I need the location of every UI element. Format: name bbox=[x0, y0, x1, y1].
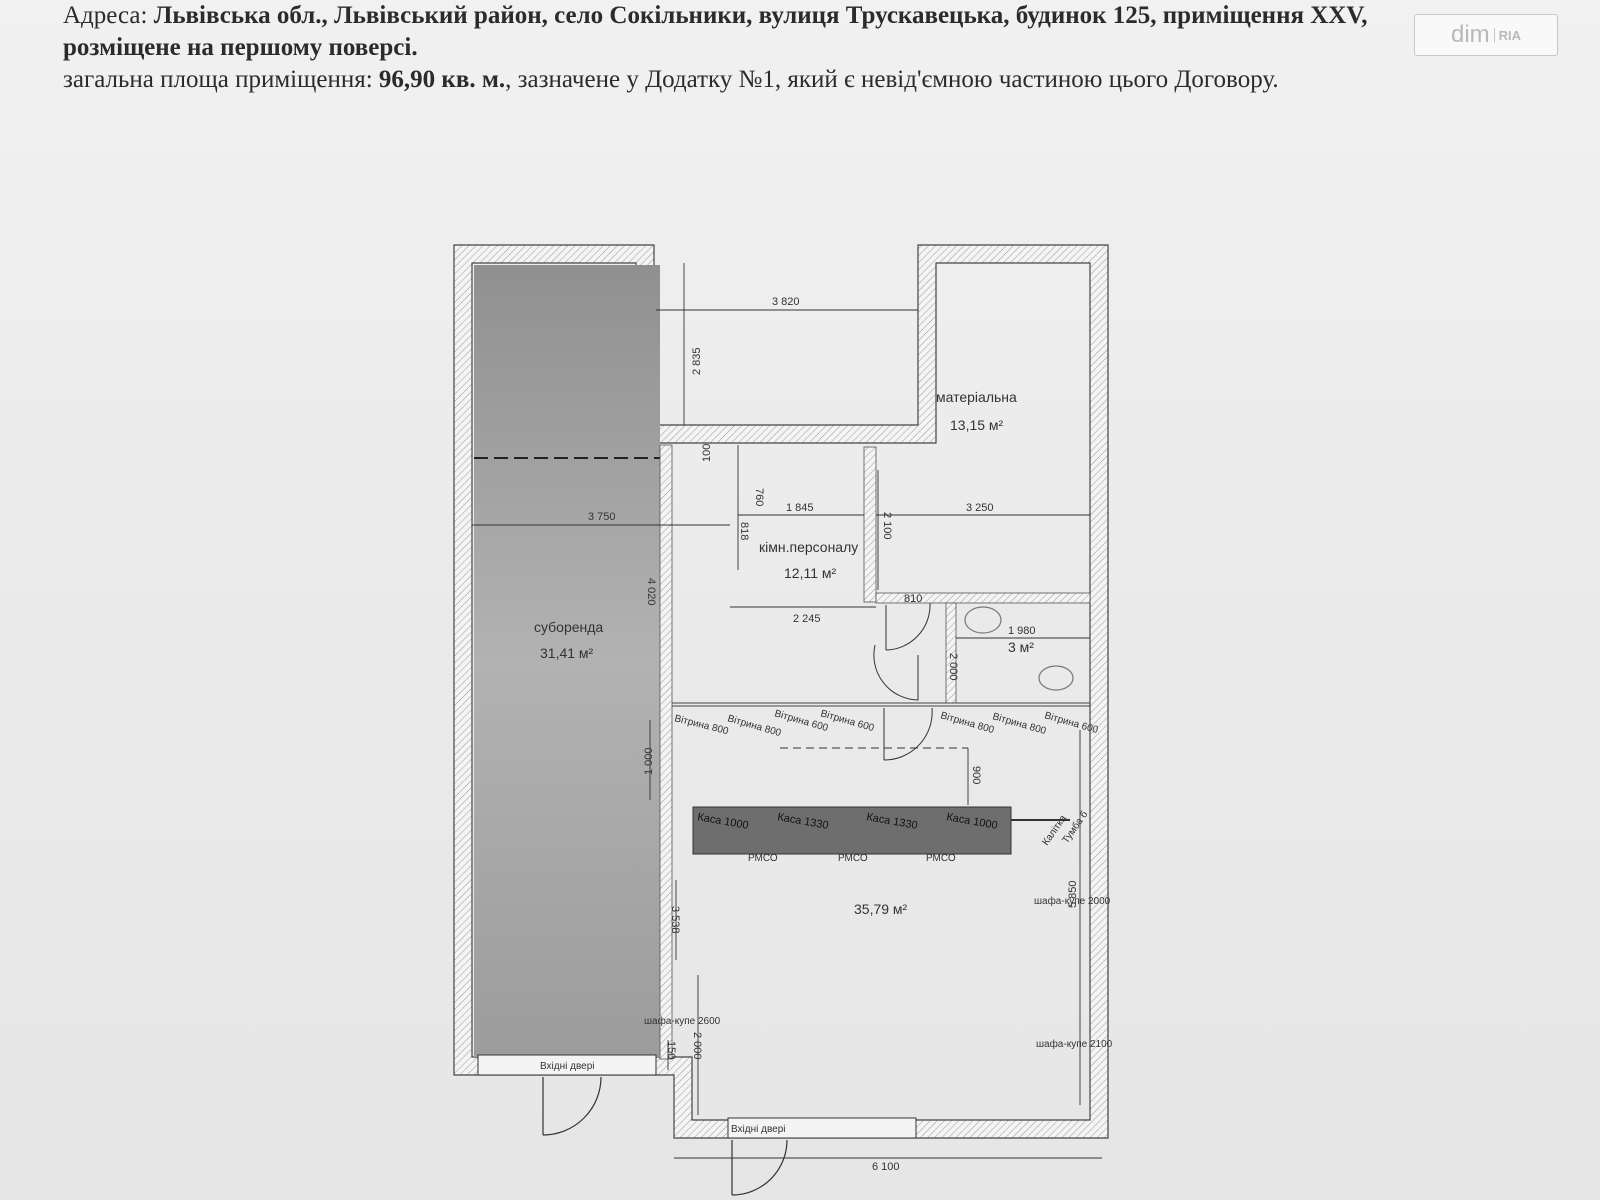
showcase-5: Вітрина 800 bbox=[939, 710, 995, 736]
watermark-sub: RIA bbox=[1493, 27, 1521, 43]
address-label: Адреса: bbox=[63, 2, 154, 29]
dim-3820: 3 820 bbox=[772, 296, 800, 308]
cabinet-label: Тумба б bbox=[1060, 809, 1091, 846]
dim-3538: 3 538 bbox=[669, 906, 681, 934]
showcase-1: Вітрина 800 bbox=[673, 713, 730, 737]
dim-1845: 1 845 bbox=[786, 502, 814, 514]
document-header: Адреса: Львівська обл., Львівський район… bbox=[63, 0, 1543, 96]
dim-2000a: 2 000 bbox=[947, 653, 959, 681]
wall-staff-mat bbox=[875, 592, 1091, 604]
area-value: 96,90 кв. м. bbox=[378, 66, 506, 93]
area-line: загальна площа приміщення: 96,90 кв. м.,… bbox=[63, 64, 1543, 96]
dimension-lines bbox=[472, 263, 1102, 1159]
sink-icon bbox=[1038, 665, 1074, 691]
dim-2835: 2 835 bbox=[691, 347, 703, 375]
toilet-icon bbox=[964, 606, 1002, 634]
room-materialna-name: матеріальна bbox=[936, 389, 1017, 405]
dim-6100: 6 100 bbox=[872, 1161, 900, 1173]
dim-150: 150 bbox=[665, 1041, 677, 1059]
door-entrance-left bbox=[542, 1076, 602, 1136]
workstation-3: РМСО bbox=[926, 853, 956, 864]
dim-810: 810 bbox=[904, 593, 922, 605]
area-suffix: , зазначене у Додатку №1, який є невід'є… bbox=[505, 66, 1279, 93]
showcase-4: Вітрина 600 bbox=[819, 708, 875, 734]
showcase-6: Вітрина 800 bbox=[991, 711, 1047, 737]
entrance-door-left: Вхідні двері bbox=[540, 1061, 595, 1072]
wardrobe-1: шафа-купе 2000 bbox=[1034, 895, 1111, 907]
dim-1980: 1 980 bbox=[1008, 625, 1036, 637]
room-subrent-name: суборенда bbox=[534, 619, 603, 635]
door-frame-left bbox=[477, 1054, 657, 1076]
dim-900: 900 bbox=[970, 766, 982, 784]
dim-5850: 5 850 bbox=[1067, 880, 1079, 908]
door-frame-bottom bbox=[727, 1117, 917, 1139]
watermark-brand: dim bbox=[1450, 21, 1490, 48]
dim-818: 818 bbox=[738, 522, 750, 540]
dim-1000: 1 000 bbox=[643, 747, 655, 775]
area-label: загальна площа приміщення: bbox=[63, 66, 379, 93]
dim-100: 100 bbox=[701, 444, 713, 462]
room-staff-name: кімн.персоналу bbox=[759, 539, 858, 555]
workstation-2: РМСО bbox=[838, 853, 868, 864]
door-hall-inner bbox=[883, 707, 933, 761]
dim-4020: 4 020 bbox=[645, 578, 657, 606]
wardrobe-3: шафа-купе 2100 bbox=[1036, 1038, 1113, 1050]
room-hall-area: 35,79 м² bbox=[854, 901, 908, 917]
room-wc-area: 3 м² bbox=[1008, 639, 1034, 655]
door-wc bbox=[873, 644, 919, 701]
floor-line: розміщене на першому поверсі. bbox=[63, 34, 418, 61]
wardrobe-2: шафа-купе 2600 bbox=[644, 1015, 721, 1027]
entrance-door-bottom: Вхідні двері bbox=[731, 1124, 786, 1135]
subrent-area bbox=[474, 265, 660, 1057]
address-line: Адреса: Львівська обл., Львівський район… bbox=[63, 0, 1543, 32]
dim-2000b: 2 000 bbox=[691, 1032, 703, 1060]
door-staff bbox=[885, 602, 931, 651]
wall-vertical-left bbox=[659, 444, 673, 1060]
cash-counter bbox=[692, 806, 1012, 855]
dim-3750: 3 750 bbox=[588, 511, 616, 523]
room-materialna-area: 13,15 м² bbox=[950, 417, 1004, 433]
dim-2245: 2 245 bbox=[793, 613, 821, 625]
dim-3250: 3 250 bbox=[966, 502, 994, 514]
room-subrent-area: 31,41 м² bbox=[540, 645, 594, 661]
dim-2100: 2 100 bbox=[881, 512, 893, 540]
room-staff-area: 12,11 м² bbox=[784, 565, 837, 581]
door-entrance-bottom bbox=[731, 1139, 788, 1196]
address-value: Львівська обл., Львівський район, село С… bbox=[153, 2, 1368, 29]
wall-staff-right bbox=[863, 446, 877, 603]
workstation-1: РМСО bbox=[748, 853, 778, 864]
watermark-logo: dim RIA bbox=[1414, 14, 1558, 56]
dim-760: 760 bbox=[753, 488, 765, 506]
